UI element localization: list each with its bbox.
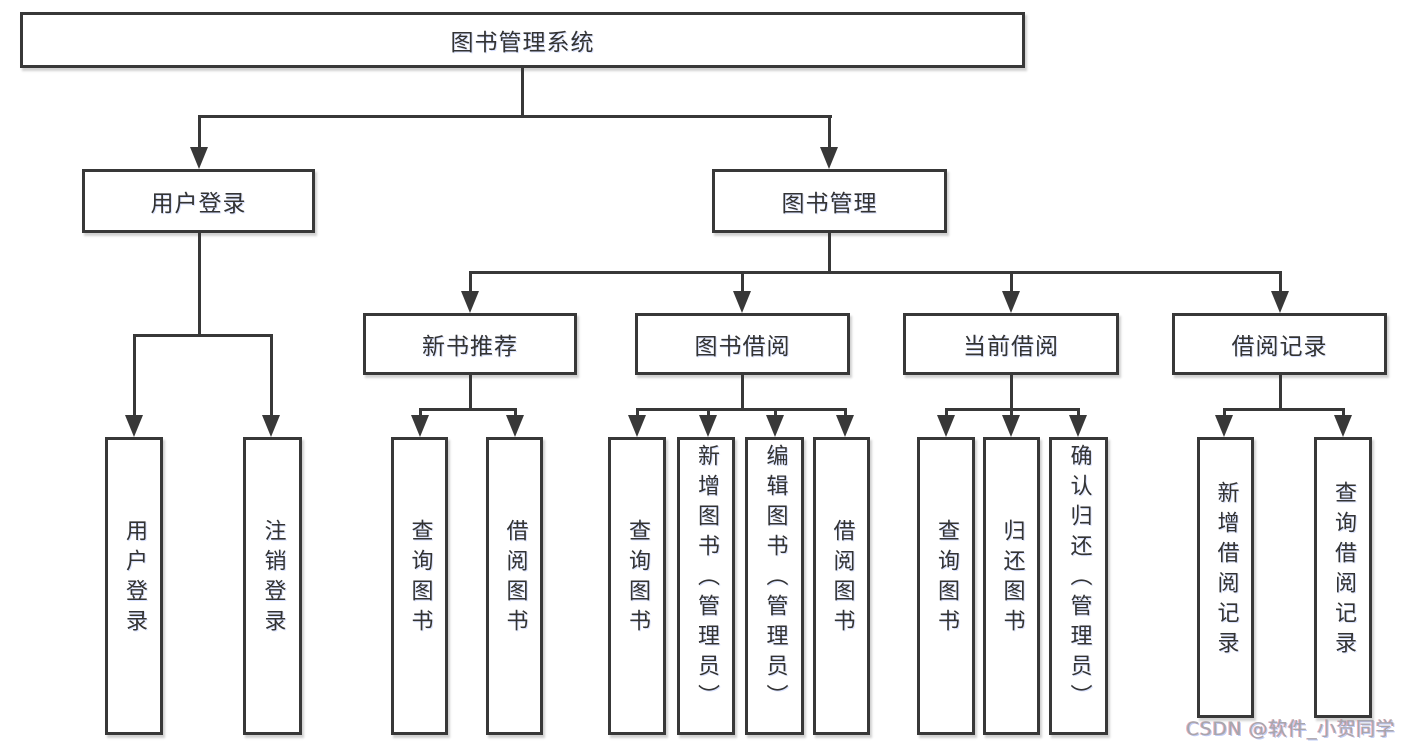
connector-line [469, 271, 1282, 274]
connector-line [707, 411, 710, 417]
leaf-borrow-borrow-books: 借阅图书 [813, 437, 870, 735]
connector-line [133, 337, 136, 415]
watermark-csdn: CSDN @软件_小贺同学 [1186, 718, 1396, 740]
node-borrow-records: 借阅记录 [1172, 313, 1387, 375]
arrow-down-icon [1002, 291, 1020, 313]
leaf-borrow-query-books: 查询图书 [608, 437, 666, 735]
connector-line [419, 408, 517, 411]
connector-line [1223, 408, 1345, 411]
arrow-down-icon [820, 147, 838, 169]
connector-line [828, 118, 831, 149]
connector-line [198, 115, 832, 118]
leaf-borrow-add-books-admin: 新增图书（管理员） [677, 437, 735, 735]
leaf-recommend-borrow-books: 借阅图书 [486, 437, 543, 735]
connector-line [1223, 411, 1226, 417]
arrow-down-icon [411, 415, 429, 437]
leaf-current-return-books: 归还图书 [983, 437, 1040, 735]
connector-line [514, 411, 517, 417]
arrow-down-icon [937, 415, 955, 437]
connector-line [133, 334, 273, 337]
connector-line [636, 411, 639, 417]
connector-line [270, 337, 273, 415]
arrow-down-icon [699, 415, 717, 437]
arrow-down-icon [1069, 415, 1087, 437]
leaf-records-query-record: 查询借阅记录 [1314, 437, 1372, 718]
node-current-borrow: 当前借阅 [903, 313, 1119, 375]
connector-line [469, 375, 472, 411]
connector-line [844, 411, 847, 417]
node-book-borrow: 图书借阅 [635, 313, 850, 375]
connector-line [741, 375, 744, 411]
node-library-system: 图书管理系统 [20, 12, 1025, 68]
node-new-book-recommend: 新书推荐 [363, 313, 577, 375]
connector-line [1010, 274, 1013, 292]
connector-line [1010, 375, 1013, 411]
arrow-down-icon [506, 415, 524, 437]
arrow-down-icon [190, 147, 208, 169]
connector-line [1279, 375, 1282, 411]
arrow-down-icon [1334, 415, 1352, 437]
connector-line [1010, 411, 1013, 417]
leaf-borrow-edit-books-admin: 编辑图书（管理员） [745, 437, 804, 735]
leaf-current-query-books: 查询图书 [917, 437, 975, 735]
connector-line [636, 408, 847, 411]
arrow-down-icon [766, 415, 784, 437]
node-book-management: 图书管理 [712, 169, 947, 233]
connector-line [198, 118, 201, 149]
arrow-down-icon [628, 415, 646, 437]
connector-line [198, 233, 201, 337]
leaf-current-confirm-return-admin: 确认归还（管理员） [1049, 437, 1108, 735]
leaf-logout: 注销登录 [243, 437, 302, 735]
connector-line [521, 68, 524, 118]
arrow-down-icon [1215, 415, 1233, 437]
arrow-down-icon [733, 291, 751, 313]
node-user-login: 用户登录 [82, 169, 315, 233]
leaf-user-login: 用户登录 [105, 437, 163, 735]
connector-line [828, 233, 831, 274]
connector-line [945, 411, 948, 417]
arrow-down-icon [461, 291, 479, 313]
arrow-down-icon [1271, 291, 1289, 313]
connector-line [774, 411, 777, 417]
leaf-records-add-record: 新增借阅记录 [1197, 437, 1254, 718]
connector-line [419, 411, 422, 417]
connector-line [1077, 411, 1080, 417]
arrow-down-icon [1002, 415, 1020, 437]
connector-line [741, 274, 744, 292]
arrow-down-icon [125, 415, 143, 437]
connector-line [469, 274, 472, 292]
connector-line [1279, 274, 1282, 292]
arrow-down-icon [836, 415, 854, 437]
connector-line [945, 408, 1080, 411]
connector-line [1342, 411, 1345, 417]
arrow-down-icon [262, 415, 280, 437]
leaf-recommend-query-books: 查询图书 [391, 437, 448, 735]
